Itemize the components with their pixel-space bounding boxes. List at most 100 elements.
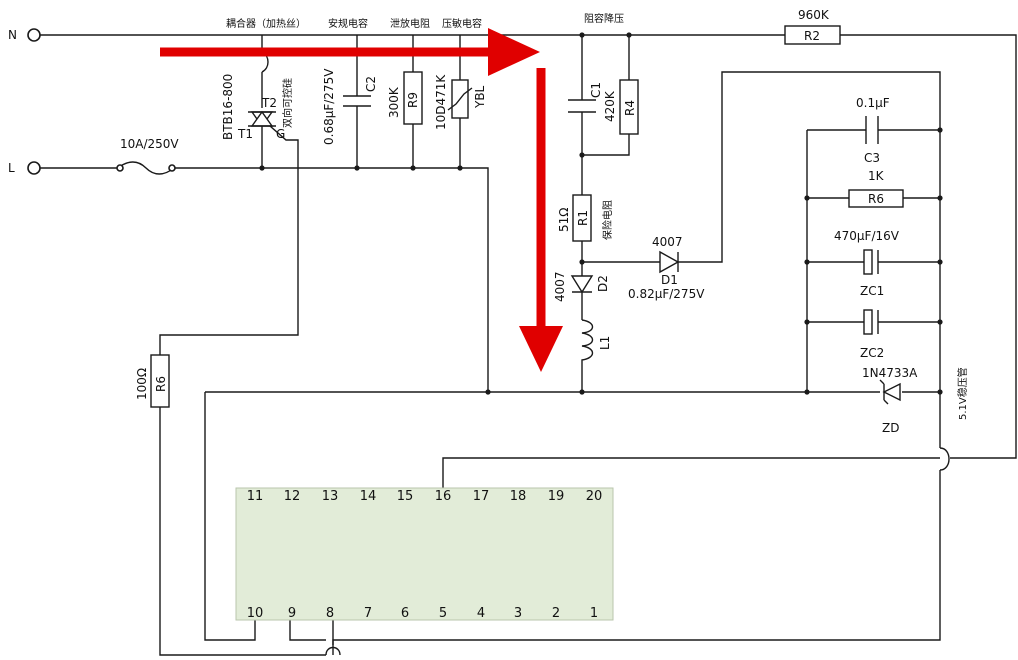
capacitor-c3: [865, 116, 879, 144]
label-c1-r-value: 420K: [603, 90, 617, 122]
label-c3-value: 0.1μF: [856, 96, 890, 110]
current-arrow-horizontal-head: [488, 28, 540, 76]
capacitor-c1: [568, 99, 596, 113]
junction-dot: [804, 319, 810, 325]
label-c2: C2: [364, 76, 378, 92]
junction-dot: [457, 165, 463, 171]
chip-pin-20: 20: [586, 489, 603, 504]
chip-pin-12: 12: [284, 489, 301, 504]
chip-pin-2: 2: [552, 606, 560, 621]
current-arrow-vertical-head: [519, 326, 563, 372]
diode-d1: [650, 71, 941, 274]
label-r6-gate-value: 100Ω: [135, 368, 149, 400]
label-r4: R4: [623, 100, 637, 116]
label-zc1: ZC1: [860, 284, 884, 298]
label-r1: R1: [576, 210, 590, 226]
resistor-r9: [403, 71, 423, 125]
label-d1: D1: [661, 273, 678, 287]
wire-n-to-r2-return: [840, 34, 1017, 459]
diode-d2: [570, 262, 594, 320]
label-zc1-value: 470μF/16V: [834, 229, 900, 243]
capacitor-zc1: [863, 249, 873, 275]
chip-pin-8: 8: [326, 606, 334, 621]
zener-zd: [879, 379, 901, 405]
wire-crossover-hop: [939, 447, 950, 471]
wire-r4: [582, 35, 630, 156]
junction-dot: [259, 165, 265, 171]
label-terminal-l: L: [8, 161, 15, 175]
chip-pin-9: 9: [288, 606, 296, 621]
label-r1-desc: 保险电阻: [601, 200, 614, 240]
chip-pin-6: 6: [401, 606, 409, 621]
chip-pin-10: 10: [247, 606, 264, 621]
junction-dot: [804, 195, 810, 201]
chip-pin-19: 19: [548, 489, 565, 504]
resistor-r6-1k: [848, 189, 904, 208]
label-fuse: 10A/250V: [120, 137, 179, 151]
label-r6-1k: R6: [868, 192, 884, 206]
capacitor-c2: [343, 95, 371, 107]
junction-dot: [804, 389, 810, 395]
label-zd-desc: 5.1V稳压管: [956, 367, 969, 420]
wire-l-bus: [174, 167, 489, 392]
label-c2-desc: 安规电容: [328, 17, 368, 30]
chip-pin-18: 18: [510, 489, 527, 504]
label-l1: L1: [598, 336, 612, 350]
junction-dot: [579, 152, 585, 158]
varistor-slash: [447, 87, 473, 111]
label-triac-t2: T2: [261, 96, 277, 110]
wire-pin8-pin9: [289, 620, 334, 645]
label-r1-value: 51Ω: [557, 208, 571, 232]
label-r9-value: 300K: [387, 86, 401, 118]
label-triac-g: G: [276, 127, 285, 141]
junction-dot: [804, 259, 810, 265]
label-r2: R2: [804, 29, 820, 43]
label-triac-desc: 双向可控硅: [281, 78, 294, 128]
wire-r1-bottom: [581, 241, 650, 263]
chip-pin-5: 5: [439, 606, 447, 621]
wire-ground-to-pin10: [204, 392, 256, 641]
chip-pin-15: 15: [397, 489, 414, 504]
junction-dot: [579, 32, 585, 38]
junction-dot: [354, 165, 360, 171]
label-ybl-desc: 压敏电容: [442, 17, 482, 30]
label-d1-part: 4007: [652, 235, 683, 249]
label-ybl-value: 10D471K: [434, 74, 448, 130]
label-r9: R9: [406, 92, 420, 108]
label-heater: 耦合器（加热丝）: [226, 17, 306, 30]
fuse: [116, 161, 176, 175]
label-ybl: YBL: [473, 85, 487, 109]
chip-pin-16: 16: [435, 489, 452, 504]
label-d1-value: 0.82μF/275V: [628, 287, 705, 301]
label-r9-desc: 泄放电阻: [390, 17, 430, 30]
label-triac-t1: T1: [237, 127, 253, 141]
chip-pin-4: 4: [477, 606, 485, 621]
inductor-l1: [581, 319, 594, 392]
junction-dot: [626, 32, 632, 38]
chip-pin-11: 11: [247, 489, 264, 504]
junction-dot: [937, 319, 943, 325]
label-c1-desc: 阻容降压: [584, 12, 624, 25]
junction-dot: [937, 389, 943, 395]
label-r6-1k-value: 1K: [868, 169, 885, 183]
chip-pin-14: 14: [360, 489, 377, 504]
resistor-r2: [784, 25, 841, 45]
label-zd: ZD: [882, 421, 899, 435]
wire-pin16-to-r2: [442, 457, 940, 488]
junction-dot: [937, 195, 943, 201]
chip-pin-1: 1: [590, 606, 598, 621]
junction-dot: [485, 389, 491, 395]
junction-dot: [410, 165, 416, 171]
chip-pin-7: 7: [364, 606, 372, 621]
label-terminal-n: N: [8, 28, 17, 42]
label-c3: C3: [864, 151, 880, 165]
capacitor-zc2: [863, 309, 873, 335]
label-d2-part: 4007: [553, 271, 567, 302]
label-r2-value: 960K: [798, 8, 830, 22]
label-zd-part: 1N4733A: [862, 366, 918, 380]
label-c1: C1: [589, 82, 603, 98]
